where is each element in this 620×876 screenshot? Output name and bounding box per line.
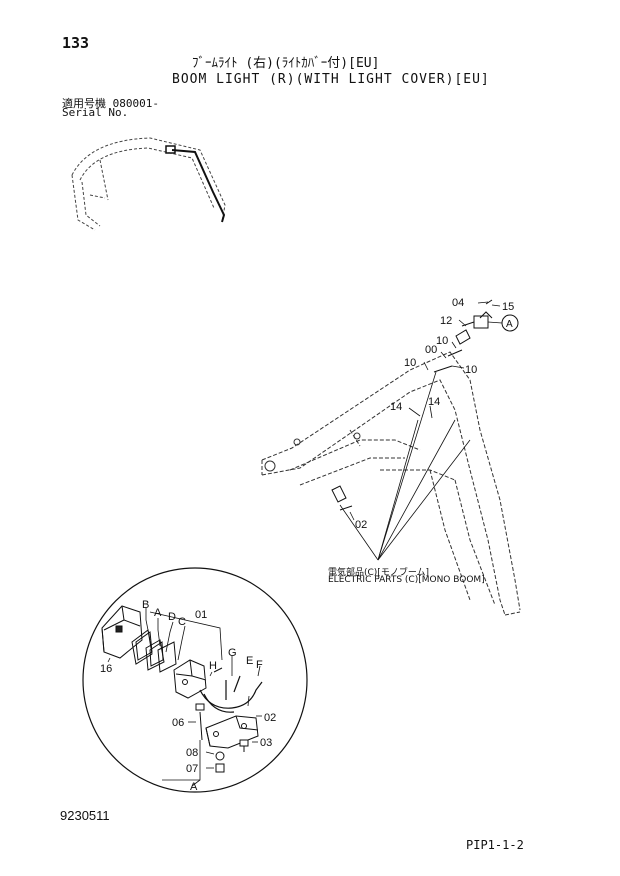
thumbnail-wire-harness (171, 149, 226, 223)
light-cover (101, 605, 143, 659)
document-number: 9230511 (60, 808, 110, 823)
callout-a-bottom: A (190, 781, 198, 793)
boom-structure (261, 351, 521, 616)
callout-f: F (256, 659, 263, 671)
callout-04: 04 (452, 297, 464, 309)
detail-leader-lines (107, 608, 262, 787)
callout-12: 12 (440, 315, 452, 327)
sheet-reference: PIP1-1-2 (466, 838, 524, 852)
lamp-body (173, 659, 207, 699)
boom-light-assembly (433, 299, 493, 373)
callout-c: C (178, 616, 186, 628)
callout-14: 14 (390, 401, 402, 413)
thumbnail-light (165, 145, 176, 154)
electric-parts-label-english: ELECTRIC PARTS (C)[MONO BOOM] (328, 575, 485, 585)
boom-pin (264, 460, 276, 472)
callout-06: 06 (172, 717, 184, 729)
page-number: 133 (62, 34, 90, 52)
excavator-thumbnail (71, 137, 226, 231)
callout-a-circle: A (506, 319, 513, 330)
callout-a: A (154, 607, 162, 619)
fasteners (195, 667, 249, 773)
leader-lines (339, 301, 503, 561)
callout-00: 00 (425, 344, 437, 356)
callout-e: E (246, 655, 253, 667)
reference-circle-a (501, 314, 519, 332)
detail-harness (199, 675, 263, 713)
boom-pin (353, 432, 361, 440)
callout-10: 10 (404, 357, 416, 369)
callout-b: B (142, 599, 149, 611)
serial-label-english: Serial No. (62, 106, 129, 119)
callout-02: 02 (355, 519, 367, 531)
callout-03: 03 (260, 737, 272, 749)
callout-08: 08 (186, 747, 198, 759)
callout-02: 02 (264, 712, 276, 724)
serial-label-japanese: 適用号機 080001- (62, 97, 159, 110)
boom-pin (293, 438, 301, 446)
callout-h: H (209, 660, 217, 672)
callout-14: 14 (428, 396, 440, 408)
callout-10: 10 (436, 335, 448, 347)
electric-parts-label-japanese: 電気部品(C)[モノブーム] (328, 568, 430, 578)
callout-10: 10 (465, 364, 477, 376)
callout-01: 01 (195, 609, 207, 621)
callout-15: 15 (502, 301, 514, 313)
lens-gaskets (131, 629, 177, 673)
clamp-bracket (331, 485, 353, 511)
callout-d: D (168, 611, 176, 623)
callout-07: 07 (186, 763, 198, 775)
title-japanese: ﾌﾞｰﾑﾗｲﾄ (右)(ﾗｲﾄｶﾊﾞｰ付)[EU] (192, 56, 380, 71)
title-english: BOOM LIGHT (R)(WITH LIGHT COVER)[EU] (172, 72, 490, 87)
callout-16: 16 (100, 663, 112, 675)
detail-view-circle (82, 567, 308, 793)
mounting-bracket (205, 715, 259, 749)
callout-g: G (228, 647, 237, 659)
